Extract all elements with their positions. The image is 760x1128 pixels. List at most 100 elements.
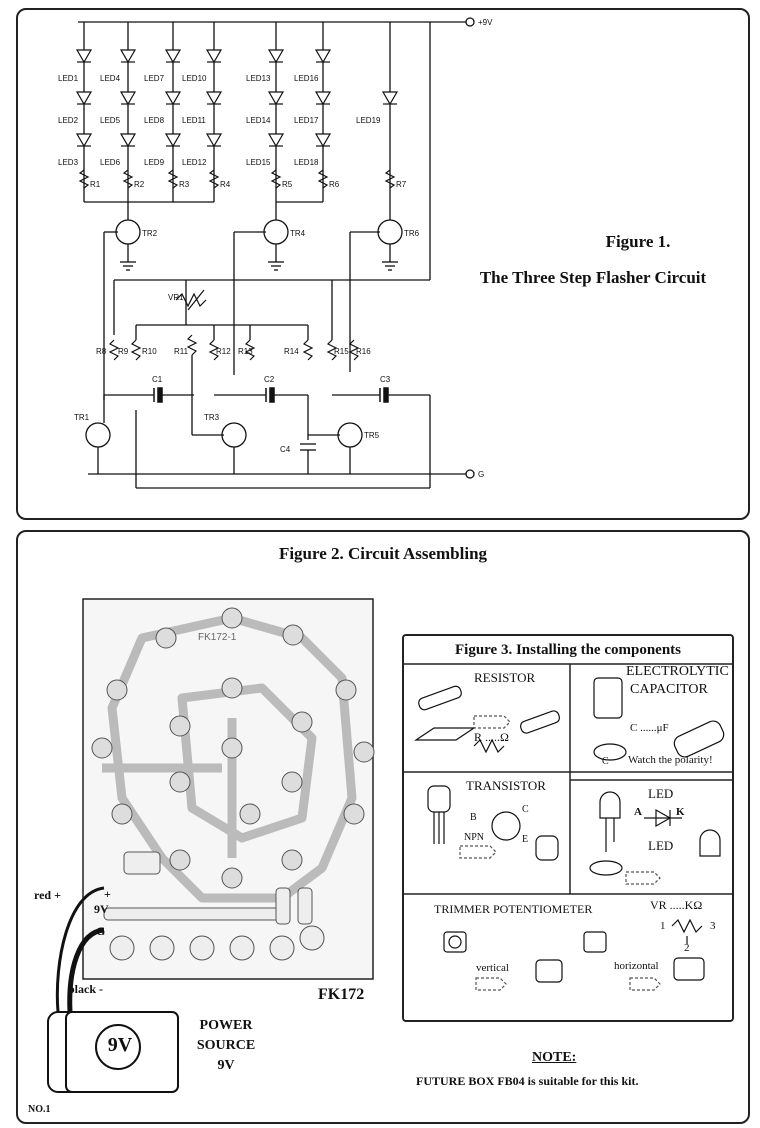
label-tr5: TR5 (364, 431, 380, 440)
pcb-mirror-text: FK172-1 (198, 632, 237, 643)
label-led4: LED4 (100, 74, 121, 83)
transistor-npn: NPN (464, 832, 485, 843)
battery-black-label: black - (68, 982, 104, 996)
led-label-2: LED (648, 838, 674, 853)
figure3-grid (404, 663, 732, 991)
label-r3: R3 (179, 180, 190, 189)
label-tr3: TR3 (204, 413, 220, 422)
trimmer-pin3: 3 (710, 920, 716, 932)
battery-9v-text: 9V (107, 1034, 133, 1056)
label-tr4: TR4 (290, 229, 306, 238)
led-k-label: K (676, 806, 685, 818)
trimmer-symbol: VR .....KΩ (650, 898, 703, 912)
label-led17: LED17 (294, 116, 319, 125)
label-c2: C2 (264, 375, 275, 384)
resistor-symbol: R .....Ω (474, 730, 509, 744)
label-tr2: TR2 (142, 229, 158, 238)
battery-9v-pin-label: 9V (94, 902, 109, 916)
battery-red-label: red + (34, 888, 61, 902)
label-c1: C1 (152, 375, 163, 384)
flasher-schematic: LED1 LED2 LED3 LED4 LED5 LED6 LED7 LED8 … (58, 17, 493, 489)
label-led11: LED11 (182, 116, 206, 125)
capacitor-label: CAPACITOR (630, 682, 708, 697)
figure1-subtitle: The Three Step Flasher Circuit (479, 268, 707, 287)
label-led12: LED12 (182, 158, 207, 167)
power-source: POWER SOURCE 9V (186, 1016, 266, 1076)
label-r13: R13 (238, 347, 253, 356)
label-r8: R8 (96, 347, 107, 356)
label-r9: R9 (118, 347, 129, 356)
figure2-title: Figure 2. Circuit Assembling (278, 544, 488, 563)
label-r6: R6 (329, 180, 340, 189)
label-led10: LED10 (182, 74, 207, 83)
label-vr1: VR1 (168, 293, 184, 302)
note-text: FUTURE BOX FB04 is suitable for this kit… (416, 1074, 639, 1088)
label-led8: LED8 (144, 116, 165, 125)
transistor-e-pin: E (522, 834, 529, 845)
assembly-panel: Figure 2. Circuit Assembling (16, 530, 750, 1124)
figure3-title: Figure 3. Installing the components (455, 642, 681, 658)
label-r2: R2 (134, 180, 145, 189)
label-plus9v: +9V (478, 18, 493, 27)
power-line1: POWER (199, 1018, 253, 1033)
trimmer-vertical-label: vertical (476, 962, 509, 974)
figure1-title: Figure 1. (605, 232, 671, 251)
battery-wiring (47, 886, 179, 1093)
label-led13: LED13 (246, 74, 271, 83)
label-r7: R7 (396, 180, 407, 189)
label-led18: LED18 (294, 158, 319, 167)
label-led1: LED1 (58, 74, 79, 83)
label-g: G (478, 470, 484, 479)
label-led3: LED3 (58, 158, 79, 167)
led-a-label: A (634, 806, 642, 818)
label-r4: R4 (220, 180, 231, 189)
note-title: NOTE: (532, 1050, 577, 1065)
label-tr6: TR6 (404, 229, 420, 238)
page-number: NO.1 (28, 1104, 51, 1115)
resistor-symbols (78, 169, 396, 361)
label-r15: R15 (334, 347, 349, 356)
pcb-layout: FK172-1 (82, 598, 375, 980)
trimmer-pin1: 1 (660, 920, 666, 932)
trimmer-label: TRIMMER POTENTIOMETER (434, 902, 593, 916)
label-led16: LED16 (294, 74, 319, 83)
trimmer-pin2: 2 (684, 942, 690, 954)
label-r11: R11 (174, 347, 189, 356)
label-led19: LED19 (356, 116, 381, 125)
label-c3: C3 (380, 375, 391, 384)
schematic-panel: LED1 LED2 LED3 LED4 LED5 LED6 LED7 LED8 … (16, 8, 750, 520)
label-r5: R5 (282, 180, 293, 189)
pcb-plus-label: + (104, 887, 111, 901)
capacitor-c-label: C (602, 756, 609, 767)
label-led7: LED7 (144, 74, 165, 83)
label-led5: LED5 (100, 116, 121, 125)
resistor-label: RESISTOR (474, 670, 536, 685)
label-led6: LED6 (100, 158, 121, 167)
power-line3: 9V (217, 1058, 235, 1073)
label-led14: LED14 (246, 116, 271, 125)
pcb-g-label: G (96, 924, 106, 938)
figure3-box: Figure 3. Installing the components (402, 634, 734, 1022)
transistor-b-pin: B (470, 812, 477, 823)
electrolytic-label: ELECTROLYTIC (626, 664, 729, 679)
capacitor-symbols (153, 387, 389, 403)
label-led9: LED9 (144, 158, 165, 167)
label-r10: R10 (142, 347, 157, 356)
pcb-label: FK172 (318, 986, 365, 1003)
label-r14: R14 (284, 347, 299, 356)
led-label: LED (648, 786, 674, 801)
led-symbols (75, 49, 399, 148)
label-r16: R16 (356, 347, 371, 356)
label-tr1: TR1 (74, 413, 90, 422)
capacitor-symbol: C ......μF (630, 722, 669, 734)
label-led15: LED15 (246, 158, 271, 167)
label-r12: R12 (216, 347, 231, 356)
label-r1: R1 (90, 180, 101, 189)
label-c4: C4 (280, 445, 291, 454)
trimmer-horizontal-label: horizontal (614, 960, 659, 972)
transistor-c-pin: C (522, 804, 529, 815)
polarity-note: Watch the polarity! (628, 754, 713, 766)
label-led2: LED2 (58, 116, 79, 125)
transistor-label: TRANSISTOR (466, 778, 546, 793)
power-line2: SOURCE (196, 1038, 256, 1053)
